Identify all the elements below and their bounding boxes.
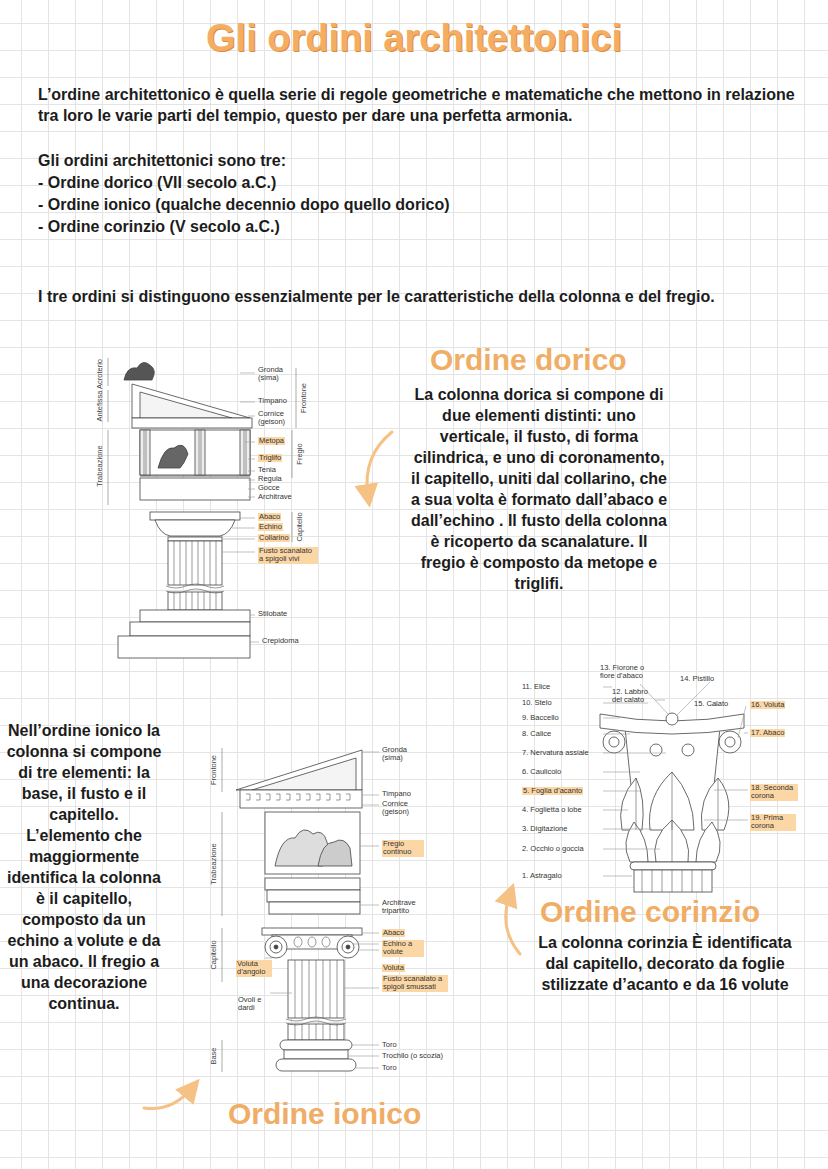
part-label: Trabeazione (210, 843, 218, 884)
part-label: Gronda (sima) (382, 746, 422, 763)
body-text: Nell’ordine ionico la colonna si compone… (6, 720, 162, 1014)
part-label: Voluta (382, 964, 405, 972)
intro-text: - Ordine corinzio (V secolo a.C.) (38, 216, 738, 237)
part-label: Acroterio (96, 359, 104, 389)
part-label: Tenia (258, 466, 276, 474)
body-text: La colonna dorica si compone di due elem… (408, 384, 670, 594)
callout-label: 14. Pistillo (680, 675, 714, 683)
callout-label: 2. Occhio o goccia (522, 845, 584, 853)
part-label: 13. Fiorone o fiore d’abaco (600, 664, 660, 681)
part-label: 18. Seconda corona (750, 784, 798, 801)
part-label: Antefissa (96, 391, 104, 422)
callout-label: 17. Abaco (750, 729, 785, 737)
part-label: Echino a volute (382, 940, 424, 957)
part-label: Capitello (210, 940, 218, 969)
callout-label: 6. Caulicolo (522, 768, 561, 776)
part-label: Collarino (258, 534, 290, 542)
callout-label: 16. Voluta (750, 701, 785, 709)
callout-label: 3. Digitazione (522, 825, 567, 833)
callout-label: 10. Stelo (522, 699, 552, 707)
part-label: Fregio (296, 443, 304, 464)
part-label: Echino (258, 523, 283, 531)
part-label: Stilobate (258, 610, 287, 618)
part-label: Cornice (geison) (382, 800, 424, 817)
callout-label: 7. Nervatura assiale (522, 749, 589, 757)
part-label: Toro (382, 1041, 397, 1049)
part-label: Base (210, 1047, 218, 1064)
page-title: Gli ordini architettonici (0, 14, 828, 63)
part-label: Ovoli e dardi (238, 996, 270, 1013)
intro-text: L’ordine architettonico è quella serie d… (38, 84, 808, 126)
part-label: Regula (258, 475, 282, 483)
part-label: Triglifo (258, 454, 282, 462)
part-label: Fusto scanalato a spigoli vivi (258, 547, 318, 564)
callout-label: 5. Foglia d’acanto (522, 787, 583, 795)
part-label: Timpano (258, 397, 287, 405)
part-label: Fusto scanalato a spigoli smussati (382, 975, 448, 992)
intro-text: I tre ordini si distinguono essenzialmen… (38, 286, 828, 307)
body-text: La colonna corinzia È identificata dal c… (530, 932, 800, 995)
part-label: Timpano (382, 790, 411, 798)
callout-label: 15. Calato (694, 700, 728, 708)
part-label: Voluta d’angolo (236, 960, 272, 977)
part-label: Trochilo (o scozia) (382, 1052, 443, 1060)
part-label: Architrave (258, 493, 292, 501)
callout-label: 9. Baccello (522, 714, 559, 722)
part-label: Crepidoma (262, 637, 299, 645)
part-label: Frontone (300, 383, 308, 413)
part-label: Capitello (296, 512, 304, 541)
part-label: 12. Labbro del calato (612, 688, 656, 705)
callout-label: 1. Astragalo (522, 872, 562, 880)
part-label: Cornice (geison) (258, 410, 300, 427)
part-label: Metopa (258, 437, 285, 445)
part-label: Fregio continuo (382, 840, 424, 857)
section-heading: Ordine dorico (430, 340, 627, 379)
section-heading: Ordine corinzio (540, 892, 760, 931)
part-label: Abaco (258, 513, 281, 521)
part-label: Architrave tripartito (382, 899, 434, 916)
callout-label: 8. Calice (522, 730, 551, 738)
part-label: Gronda (sima) (258, 366, 298, 383)
part-label: Abaco (382, 929, 405, 937)
part-label: Trabeazione (96, 445, 104, 486)
part-label: Frontone (210, 755, 218, 785)
intro-text: Gli ordini architettonici sono tre: (38, 150, 638, 171)
intro-text: - Ordine ionico (qualche decennio dopo q… (38, 194, 738, 215)
section-heading: Ordine ionico (228, 1094, 421, 1133)
callout-label: 11. Elice (522, 683, 550, 691)
part-label: Gocce (258, 484, 280, 492)
part-label: Toro (382, 1064, 397, 1072)
callout-label: 4. Foglietta o lobe (522, 806, 582, 814)
part-label: 19. Prima corona (750, 814, 796, 831)
intro-text: - Ordine dorico (VII secolo a.C.) (38, 172, 738, 193)
